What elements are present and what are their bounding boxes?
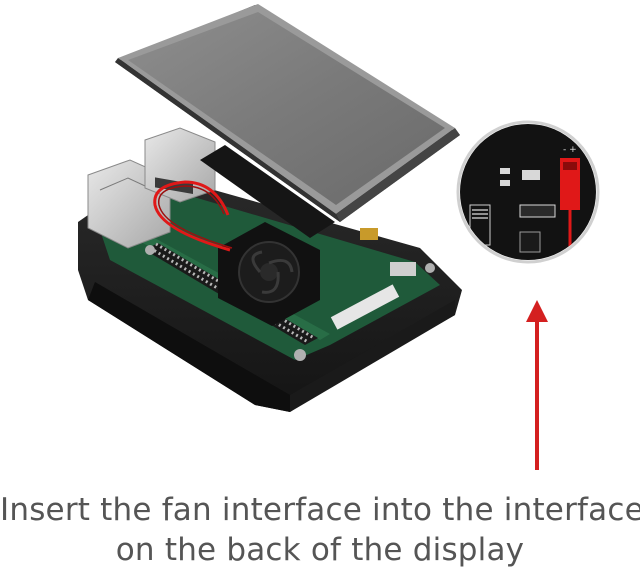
product-photo: - + — [78, 4, 600, 470]
screw — [145, 245, 155, 255]
up-arrow-icon — [526, 300, 548, 470]
caption-line-1: Insert the fan interface into the interf… — [0, 492, 640, 528]
caption: Insert the fan interface into the interf… — [0, 490, 640, 570]
ribbon-connector — [330, 284, 400, 330]
screw — [294, 349, 306, 361]
caption-line-2: on the back of the display — [115, 532, 525, 568]
connector — [360, 228, 378, 240]
screw — [425, 263, 435, 273]
zoom-inset: - + — [456, 120, 600, 264]
lcd-display — [115, 4, 460, 238]
svg-text:- +: - + — [563, 145, 577, 155]
fan-wire — [153, 180, 231, 252]
fan-icon — [218, 222, 320, 326]
micro-usb-port — [390, 262, 416, 276]
